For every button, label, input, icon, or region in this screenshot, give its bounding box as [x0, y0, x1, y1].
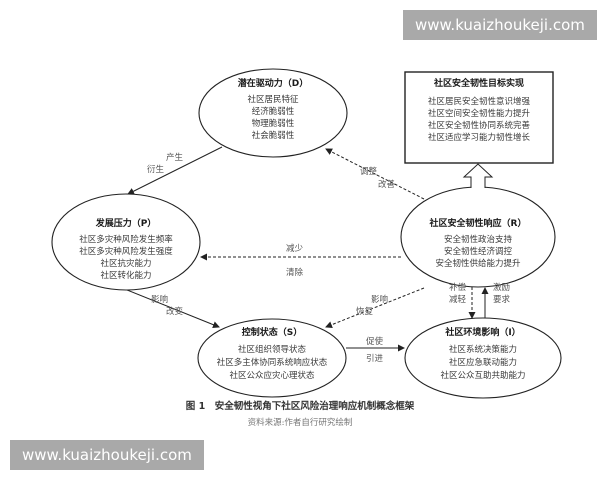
- edge-label: 调整: [360, 167, 378, 177]
- node-target-item: 社区空间安全韧性能力提升: [427, 109, 530, 119]
- node-I-item: 社区应急联动能力: [448, 358, 517, 368]
- edge-label: 促使: [366, 337, 384, 347]
- node-R-item: 安全韧性经济调控: [443, 247, 512, 257]
- edge-label: 补偿: [449, 283, 467, 293]
- edge-label: 减少: [286, 244, 304, 254]
- node-S-shape: [197, 318, 347, 398]
- edge-R-to-S: [325, 287, 425, 329]
- node-target-item: 社区居民安全韧性意识增强: [427, 97, 530, 107]
- edge-label: 产生: [166, 153, 184, 163]
- node-D: 潜在驱动力（D） 社区居民特征 经济脆弱性 物理脆弱性 社会脆弱性: [199, 78, 347, 142]
- node-target-title: 社区安全韧性目标实现: [433, 79, 524, 89]
- node-I-shape: [404, 317, 562, 399]
- node-D-item: 社会脆弱性: [251, 131, 295, 141]
- edge-label: 激励: [493, 283, 511, 293]
- node-P-item: 社区抗灾能力: [100, 259, 152, 269]
- edge-label: 改变: [166, 307, 184, 317]
- node-S-title: 控制状态（S）: [241, 328, 303, 338]
- edge-label: 衍生: [147, 165, 165, 175]
- node-P-shape: [51, 193, 201, 291]
- node-I-title: 社区环境影响（I）: [445, 328, 521, 338]
- edge-D-to-P: [127, 146, 223, 195]
- node-D-item: 物理脆弱性: [251, 119, 295, 129]
- node-P-item: 社区多灾种风险发生强度: [79, 247, 173, 257]
- node-S-item: 社区组织领导状态: [237, 345, 306, 355]
- node-P: 发展压力（P） 社区多灾种风险发生频率 社区多灾种风险发生强度 社区抗灾能力 社…: [52, 218, 200, 282]
- node-P-item: 社区转化能力: [100, 271, 152, 281]
- edge-label: 改善: [378, 180, 396, 190]
- edge-label: 引进: [366, 354, 384, 364]
- node-R-title: 社区安全韧性响应（R）: [429, 219, 527, 229]
- edge-label: 影响: [151, 295, 169, 305]
- edge-R-to-D: [325, 148, 425, 200]
- node-R-item: 安全韧性政治支持: [443, 235, 512, 245]
- edge-label: 减轻: [449, 295, 467, 305]
- node-target: 社区安全韧性目标实现 社区居民安全韧性意识增强 社区空间安全韧性能力提升 社区安…: [405, 78, 553, 144]
- edge-P-to-S: [126, 289, 220, 329]
- figure-caption: 图 1 安全韧性视角下社区风险治理响应机制概念框架: [185, 401, 415, 412]
- node-P-title: 发展压力（P）: [95, 219, 157, 229]
- node-I-item: 社区公众互助共助能力: [440, 371, 526, 381]
- node-D-title: 潜在驱动力（D）: [237, 79, 309, 89]
- node-S-item: 社区多主体协同系统响应状态: [216, 358, 328, 368]
- node-P-item: 社区多灾种风险发生频率: [79, 235, 173, 245]
- node-R-item: 安全韧性供给能力提升: [435, 259, 521, 269]
- edge-label: 要求: [493, 295, 511, 305]
- node-I: 社区环境影响（I） 社区系统决策能力 社区应急联动能力 社区公众互助共助能力: [405, 327, 561, 383]
- edge-label: 恢复: [356, 307, 374, 317]
- node-S: 控制状态（S） 社区组织领导状态 社区多主体协同系统响应状态 社区公众应灾心理状…: [198, 327, 346, 383]
- node-target-item: 社区适应学习能力韧性增长: [427, 133, 530, 143]
- hollow-arrow-R-to-target: [462, 163, 494, 188]
- watermark-top: www.kuaizhoukeji.com: [403, 10, 597, 40]
- node-target-item: 社区安全韧性协同系统完善: [427, 121, 530, 131]
- figure-source: 资料来源:作者自行研究绘制: [247, 418, 353, 428]
- node-D-item: 社区居民特征: [247, 95, 299, 105]
- node-R: 社区安全韧性响应（R） 安全韧性政治支持 安全韧性经济调控 安全韧性供给能力提升: [401, 218, 555, 270]
- edge-label: 影响: [371, 295, 389, 305]
- node-S-item: 社区公众应灾心理状态: [229, 371, 315, 381]
- watermark-bottom: www.kuaizhoukeji.com: [10, 440, 204, 470]
- node-target-shape: [404, 71, 554, 164]
- node-D-item: 经济脆弱性: [251, 107, 295, 117]
- node-I-item: 社区系统决策能力: [448, 345, 517, 355]
- node-D-shape: [198, 68, 348, 158]
- edge-label: 清除: [286, 268, 304, 278]
